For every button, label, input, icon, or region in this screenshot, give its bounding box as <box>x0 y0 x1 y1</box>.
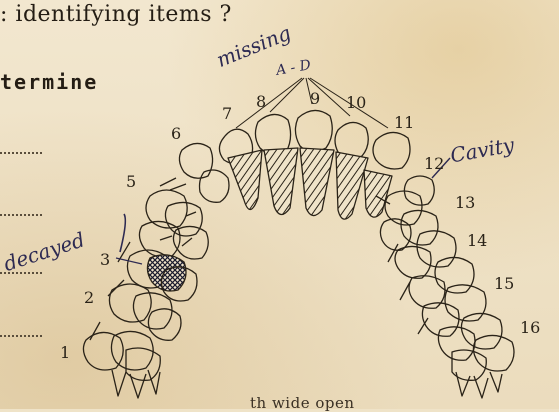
tooth-number-8: 8 <box>256 92 266 111</box>
tooth-9 <box>295 110 332 151</box>
tooth-number-7: 7 <box>222 104 232 123</box>
tooth-6 <box>179 143 212 178</box>
tooth-number-3: 3 <box>100 250 110 269</box>
tooth-number-11: 11 <box>394 113 414 132</box>
tooth-number-6: 6 <box>171 124 181 143</box>
tooth-number-1: 1 <box>60 343 70 362</box>
tooth-number-10: 10 <box>346 93 366 112</box>
tooth-number-2: 2 <box>84 288 94 307</box>
tooth-number-9: 9 <box>310 89 320 108</box>
tooth-number-16: 16 <box>520 318 540 337</box>
tooth-number-14: 14 <box>467 231 487 250</box>
tooth-number-5: 5 <box>126 172 136 191</box>
tooth-11 <box>373 132 410 169</box>
tooth-12 <box>404 176 434 205</box>
tooth-number-13: 13 <box>455 193 475 212</box>
tooth-number-12: 12 <box>424 154 444 173</box>
tooth-number-15: 15 <box>494 274 514 293</box>
